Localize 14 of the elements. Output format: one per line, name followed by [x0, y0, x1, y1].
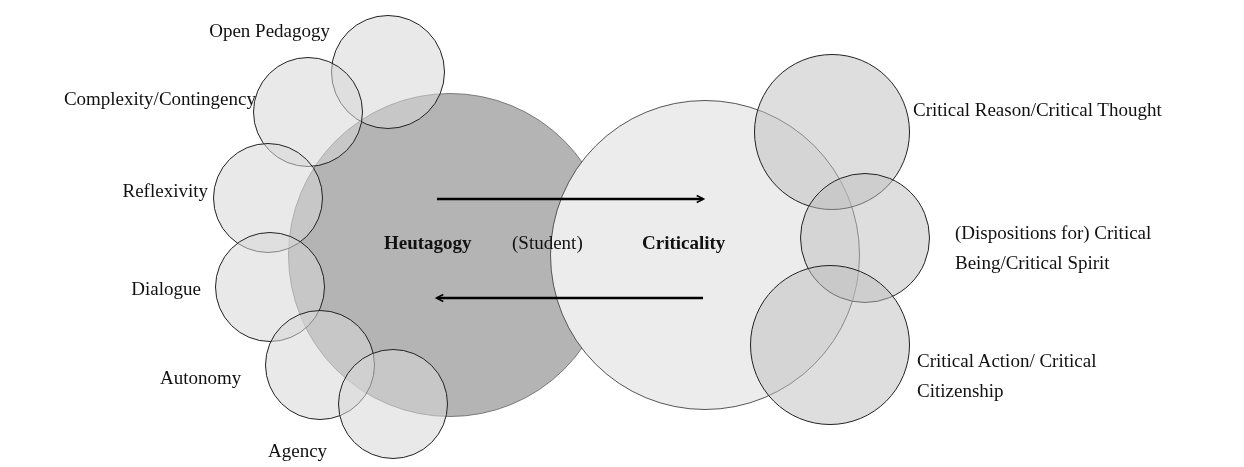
circle-label: Agency [268, 439, 329, 463]
circle-label: Critical Reason/Critical Thought [913, 98, 1163, 122]
circle-label: Reflexivity [121, 179, 208, 203]
circle-label: Heutagogy [384, 231, 473, 255]
arrow [435, 293, 703, 303]
circle-label: Dialogue [130, 277, 201, 301]
circle-label: Critical Action/ Critical Citizenship [917, 349, 1098, 404]
circle-label: Autonomy [160, 366, 243, 390]
circle-label: Criticality [642, 231, 727, 255]
circle-sublabel: (Student) [512, 231, 584, 255]
circle-label: Complexity/Contingency [62, 87, 256, 111]
arrow [437, 194, 705, 204]
circle-label: (Dispositions for) Critical Being/Critical Spirit [955, 221, 1153, 276]
circle-label: Open Pedagogy [208, 19, 330, 43]
